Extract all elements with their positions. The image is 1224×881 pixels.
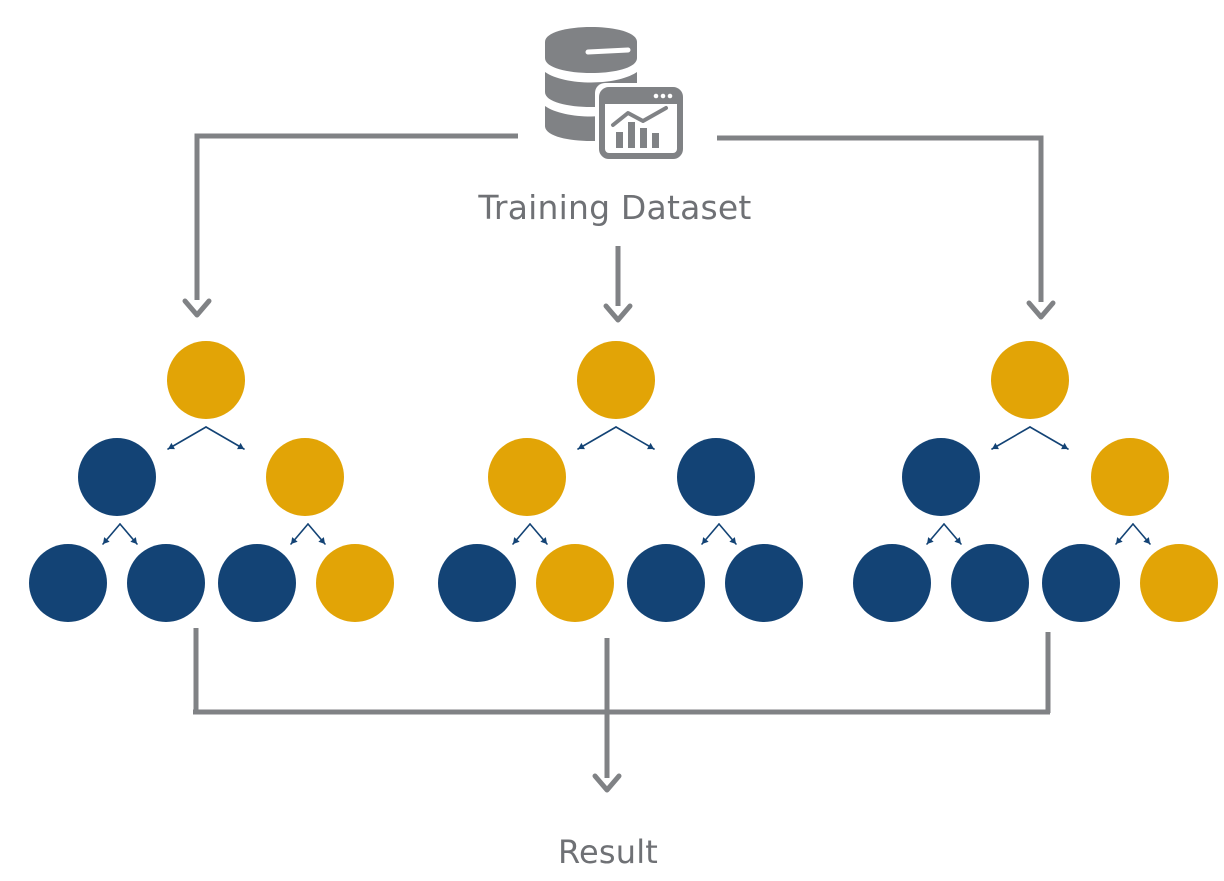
tree-1-leaf-node-1 [29,544,107,622]
tree-3-level2-node-1 [902,438,980,516]
arrowhead-tree-1 [182,298,212,318]
tree-3-root-node [991,341,1069,419]
tree-3-left-branch-left-arrow [926,523,945,545]
tree-1 [29,341,394,622]
tree-2-right-branch-left-arrow [701,523,720,545]
tree-3-leaf-node-2 [951,544,1029,622]
tree-1-left-branch-right-arrow [119,523,138,545]
database-chart-icon [545,27,687,163]
arrowhead-tree-2 [603,303,633,323]
tree-1-leaf-node-2 [127,544,205,622]
trees-layer [29,341,1218,622]
tree-2-root-node [577,341,655,419]
dataset-connectors [194,133,1044,306]
tree-3-leaf-node-1 [853,544,931,622]
tree-2-right-branch-right-arrow [718,523,737,545]
arrowhead-result [592,773,622,793]
connector-to-tree-3 [717,135,1044,302]
tree-3-left-branch-right-arrow [943,523,962,545]
tree-2-level2-node-1 [488,438,566,516]
training-dataset-label: Training Dataset [478,188,752,227]
tree-1-right-branch-left-arrow [290,523,309,545]
tree-3-right-branch-left-arrow [1115,523,1134,545]
tree-3-root-branch-left-arrow [991,426,1031,450]
result-connectors [193,628,1051,778]
tree-2-left-branch-left-arrow [512,523,531,545]
tree-2-level2-node-2 [677,438,755,516]
tree-1-level2-node-1 [78,438,156,516]
chart-window-icon [595,83,687,163]
result-label: Result [557,833,659,871]
tree-1-right-branch-right-arrow [307,523,326,545]
tree-2-leaf-node-4 [725,544,803,622]
tree-1-leaf-node-4 [316,544,394,622]
tree-3-leaf-node-4 [1140,544,1218,622]
tree-2-leaf-node-2 [536,544,614,622]
tree-3-root-branch-right-arrow [1029,426,1069,450]
tree-2-root-branch-right-arrow [615,426,655,450]
tree-1-leaf-node-3 [218,544,296,622]
tree-2 [438,341,803,622]
tree-3-leaf-node-3 [1042,544,1120,622]
tree-2-leaf-node-3 [627,544,705,622]
tree-3-level2-node-2 [1091,438,1169,516]
tree-1-root-node [167,341,245,419]
tree-2-leaf-node-1 [438,544,516,622]
tree-1-level2-node-2 [266,438,344,516]
tree-1-root-branch-left-arrow [167,426,207,450]
tree-3 [853,341,1218,622]
arrowhead-tree-3 [1026,300,1056,320]
tree-1-root-branch-right-arrow [205,426,245,450]
tree-2-root-branch-left-arrow [577,426,617,450]
tree-1-left-branch-left-arrow [102,523,121,545]
dataset-arrowheads [182,298,1056,323]
connector-to-tree-1 [194,133,518,300]
tree-3-right-branch-right-arrow [1132,523,1151,545]
tree-2-left-branch-right-arrow [529,523,548,545]
